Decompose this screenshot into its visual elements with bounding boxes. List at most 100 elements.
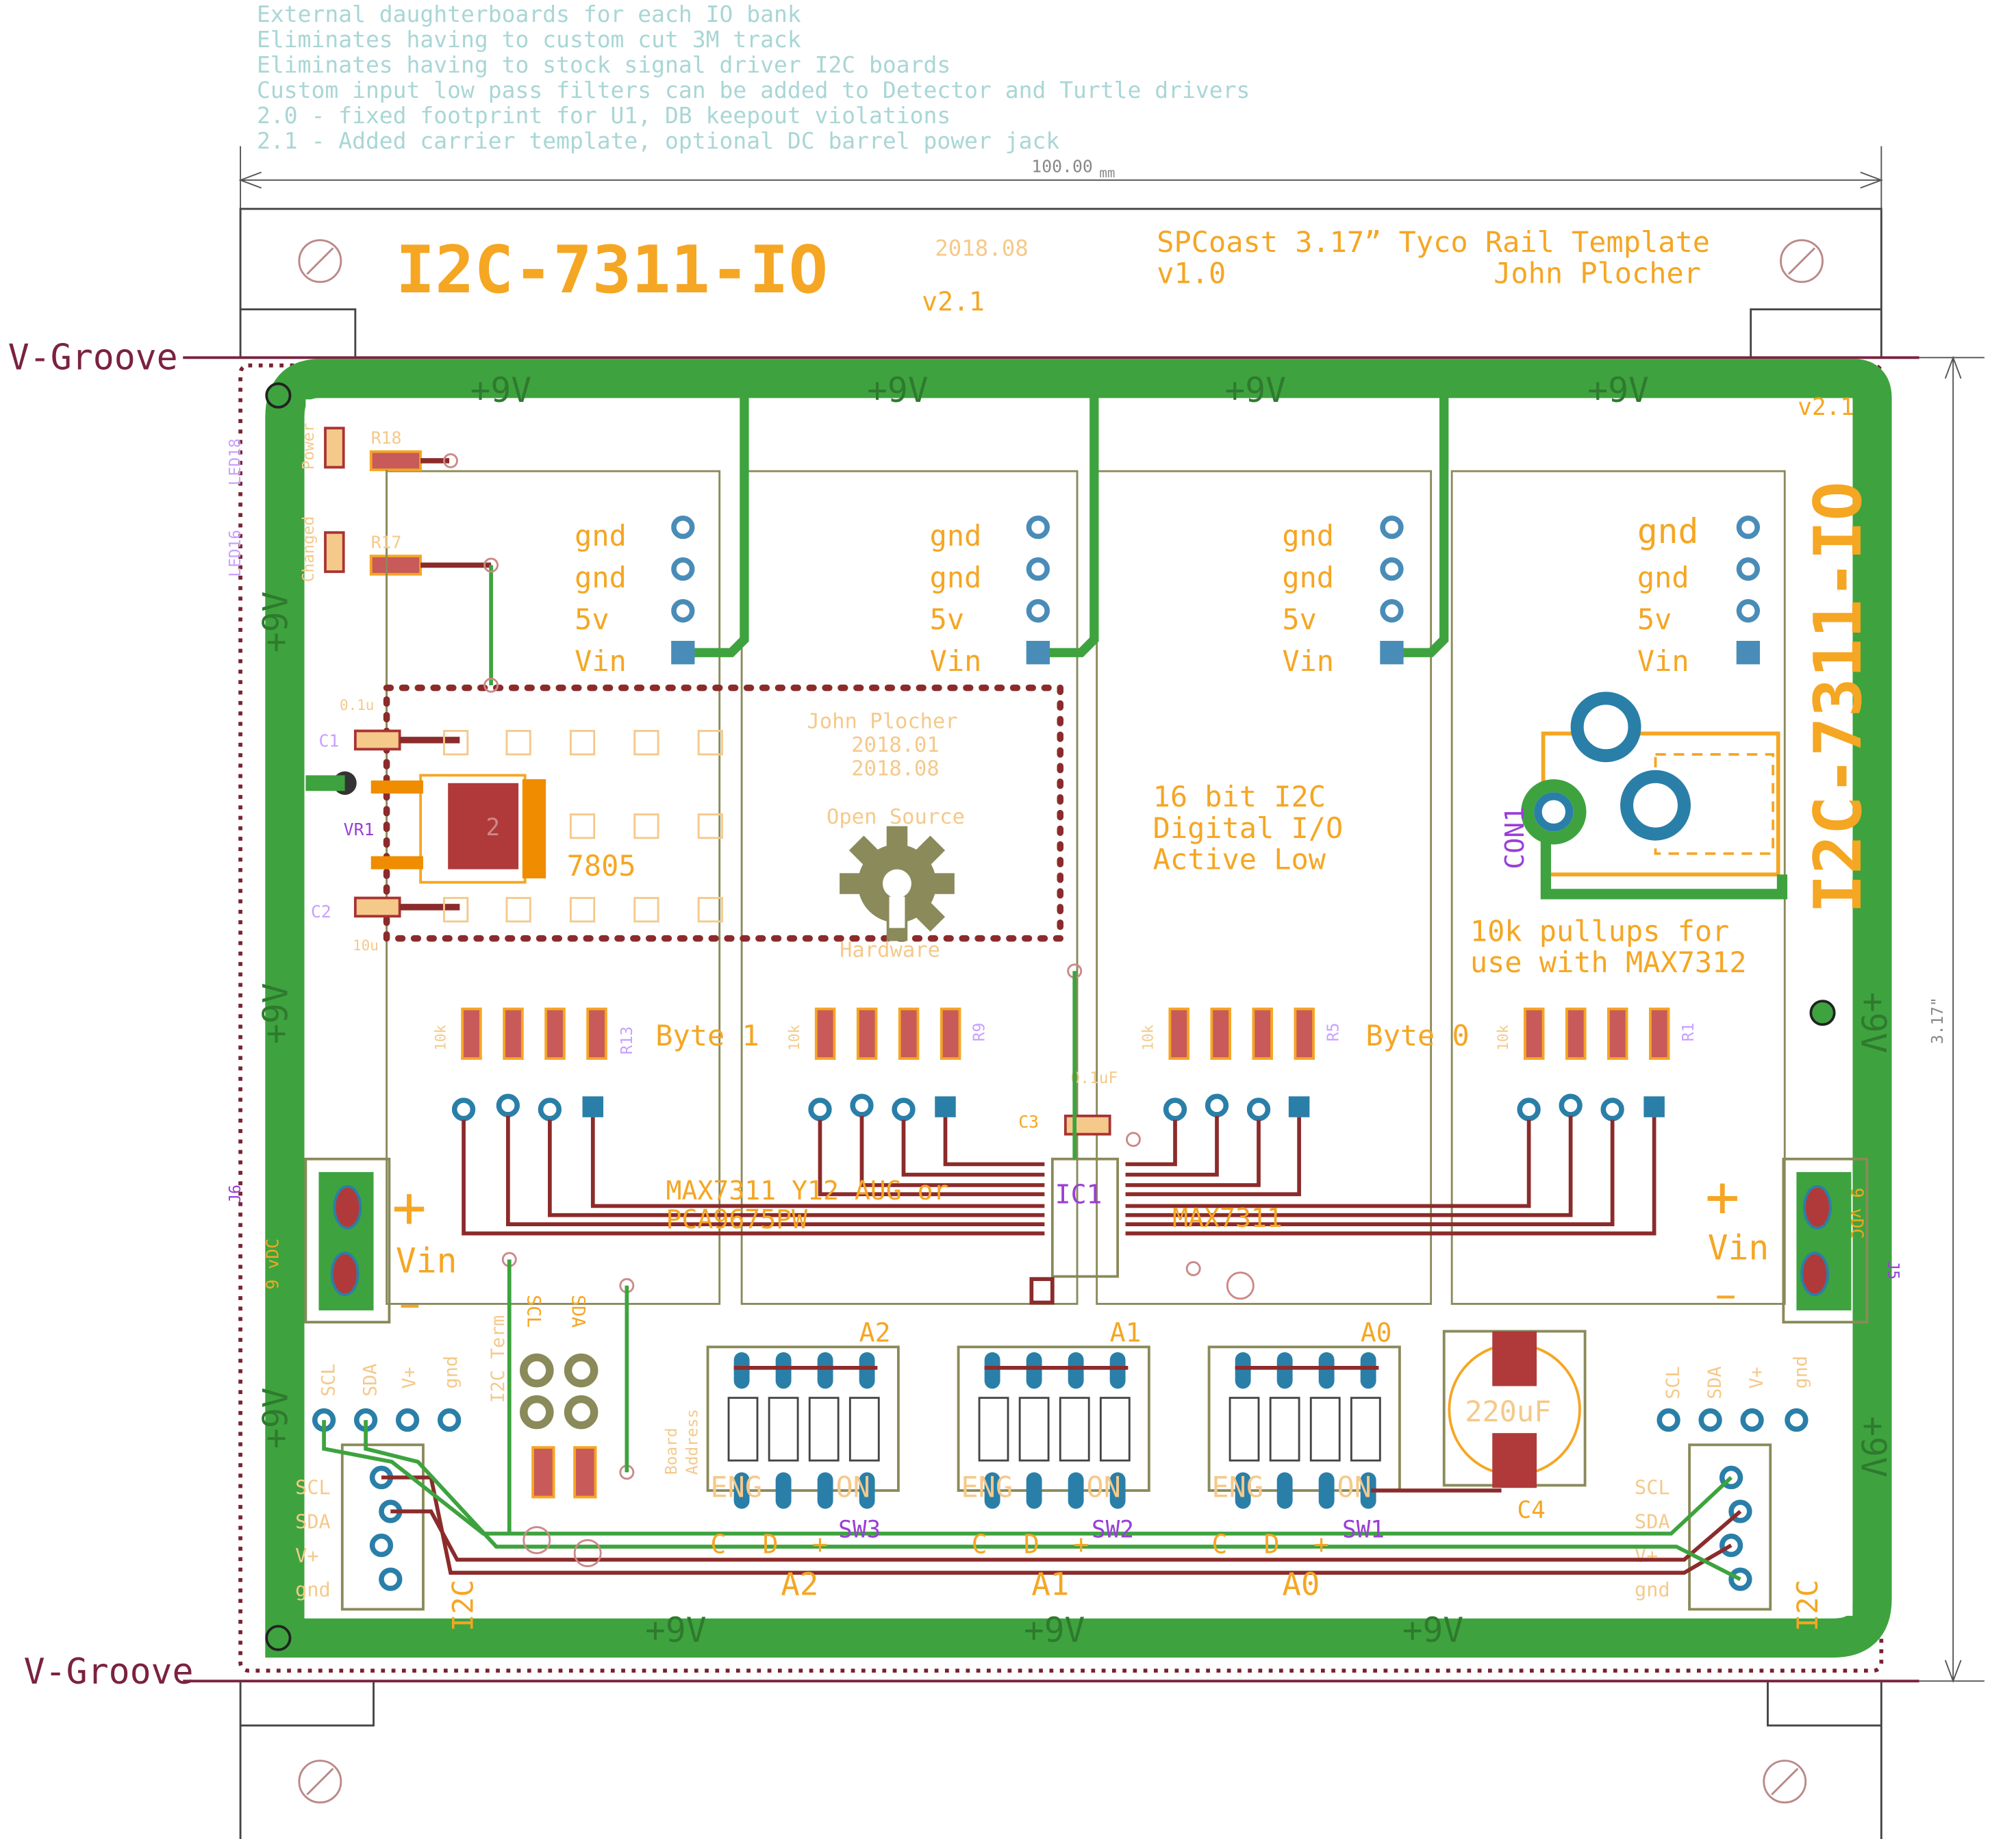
i2c-small: SCL: [295, 1476, 331, 1499]
dc-barrel-jack: [1521, 692, 1788, 900]
rail-label: +9V: [1854, 992, 1893, 1054]
credit-date-2: 2018.08: [851, 757, 940, 781]
header-label-gnd: gnd: [930, 561, 982, 594]
rail-label: +9V: [1587, 370, 1649, 410]
vr1-label: VR1: [344, 820, 375, 839]
note-line: 2.0 - fixed footprint for U1, DB keepout…: [257, 102, 951, 129]
header-label-vin: Vin: [575, 644, 627, 678]
vgroove-bottom-label: V-Groove: [24, 1651, 194, 1692]
jumper-scl: SCL: [522, 1295, 544, 1328]
desc-line: 16 bit I2C: [1153, 780, 1326, 813]
on-label: ON: [1086, 1471, 1120, 1504]
mount-hole-icon: [298, 1760, 1807, 1804]
c3-label: C3: [1018, 1112, 1039, 1132]
template-author: John Plocher: [1494, 257, 1701, 290]
oshw-top: Open Source: [827, 805, 965, 829]
io-header-bank-4: gnd gnd 5v Vin: [1637, 511, 1761, 678]
i2c-small: SDA: [1635, 1510, 1670, 1533]
j6-label: J6: [227, 1184, 244, 1204]
resistor-ref: R13: [618, 1026, 636, 1054]
rail-label: +9V: [645, 1610, 707, 1650]
switch-cdp-labels: C D + C D + C D +: [710, 1530, 1329, 1560]
desc-line: Active Low: [1153, 843, 1326, 876]
jumper-labels: A2 A1 A0 A2 A1 A0: [781, 1318, 1391, 1603]
i2c-small: SCL: [1635, 1476, 1670, 1499]
i2c-pin: V+: [1746, 1367, 1767, 1388]
rail-label: +9V: [256, 1388, 296, 1449]
i2c-pin: SCL: [318, 1364, 339, 1397]
resistor-ref-labels: R13 R9 R5 R1: [618, 1023, 1698, 1055]
header-label-gnd: gnd: [1637, 511, 1699, 551]
rail-label: +9V: [1402, 1610, 1463, 1650]
vin-minus-left: −: [400, 1285, 420, 1325]
i2c-small: gnd: [1635, 1577, 1670, 1601]
power-rail-9v: [265, 359, 1892, 1658]
header-label-5v: 5v: [930, 603, 964, 636]
pullup-note: use with MAX7312: [1470, 946, 1747, 979]
capacitor-c3: [1063, 1114, 1111, 1136]
power-input-left: [304, 1157, 391, 1324]
switch-cdp: D: [1024, 1530, 1040, 1560]
note-line: 2.1 - Added carrier template, optional D…: [257, 127, 1060, 154]
c3-value: 0.1uF: [1071, 1069, 1118, 1087]
misc-green-traces: [507, 971, 1077, 1534]
i2c-pin: gnd: [1791, 1356, 1812, 1388]
oshw-bottom: Hardware: [840, 938, 940, 962]
height-dimension: [1919, 355, 1985, 1684]
jumper-label: A1: [1031, 1567, 1069, 1603]
note-line: Eliminates having to custom cut 3M track: [257, 26, 801, 53]
io-header-bank-2: gnd gnd 5v Vin: [930, 515, 1050, 678]
power-input-right: [1782, 1157, 1869, 1324]
header-label-5v: 5v: [1637, 603, 1672, 636]
header-label-gnd: gnd: [575, 519, 627, 553]
via-markers: [443, 453, 1255, 1568]
power-led-label: Power: [300, 422, 318, 470]
keepout-area: [383, 684, 1064, 942]
io-pin-pads: [451, 1093, 1624, 1121]
i2c-left-label: I2C: [446, 1580, 479, 1632]
chip-alt-label: MAX7311: [1172, 1203, 1283, 1233]
led16-label: LED16: [227, 530, 244, 577]
regulator-pad-label: 2: [486, 814, 500, 841]
eng-on-labels: ENG ON ENG ON ENG ON: [710, 1471, 1372, 1504]
rail-labels: +9V +9V +9V +9V +9V +9V +9V +9V +9V +9V …: [256, 370, 1893, 1650]
board-inner-area: [305, 399, 1853, 1616]
vin-label-left: Vin: [396, 1241, 457, 1281]
vin-traces: [685, 391, 1449, 657]
header-label-gnd: gnd: [1637, 561, 1689, 594]
switch-cdp: +: [1073, 1530, 1089, 1560]
header-label-gnd: gnd: [930, 519, 982, 553]
i2c-pin: gnd: [441, 1356, 462, 1388]
resistor-value-labels: 10k 10k 10k 10k: [432, 1024, 1511, 1050]
c4-value: 220uF: [1465, 1395, 1551, 1428]
header-label-gnd: gnd: [575, 561, 627, 594]
byte0-label: Byte 0: [1365, 1019, 1469, 1052]
resistor-value: 10k: [786, 1024, 803, 1050]
switch-labels: SW3 SW2 SW1: [838, 1517, 1385, 1544]
changed-led-label: Changed: [300, 516, 318, 582]
template-version: v1.0: [1157, 257, 1226, 290]
jumper-label: A0: [1361, 1318, 1392, 1348]
resistor-ref: R1: [1680, 1023, 1698, 1042]
io-header-bank-3: gnd gnd 5v Vin: [1282, 515, 1404, 678]
board-address-label: Address: [683, 1409, 701, 1475]
c2-value: 10u: [353, 937, 379, 954]
j5-label: J5: [1884, 1261, 1902, 1280]
resistor-value: 10k: [1495, 1024, 1511, 1050]
i2c-pin: SCL: [1663, 1366, 1684, 1399]
i2c-term-label: I2C Term: [488, 1315, 509, 1403]
vertical-board-title: I2C-7311-IO: [1801, 481, 1876, 913]
template-name: SPCoast 3.17” Tyco Rail Template: [1157, 225, 1710, 259]
i2c-small: V+: [295, 1544, 318, 1567]
regulator-label: 7805: [567, 849, 636, 883]
switch-name: SW1: [1342, 1517, 1385, 1544]
c4-label: C4: [1517, 1497, 1545, 1524]
rail-label: +9V: [1224, 370, 1285, 410]
note-line: Custom input low pass filters can be add…: [257, 77, 1250, 103]
jumper-sda: SDA: [567, 1295, 588, 1328]
status-leds: [324, 427, 493, 731]
switch-cdp: C: [710, 1530, 726, 1560]
vin-plus-left: +: [392, 1174, 427, 1241]
volt-label-right: 9 vDC: [1847, 1188, 1867, 1239]
